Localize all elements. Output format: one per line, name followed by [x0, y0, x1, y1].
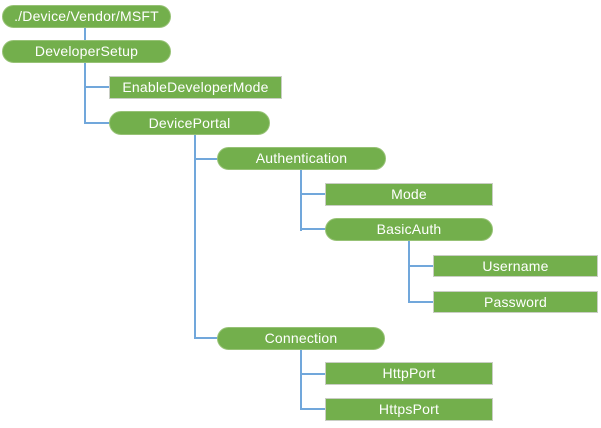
tree-node-label: DevicePortal — [148, 114, 231, 131]
tree-node-label: BasicAuth — [376, 221, 442, 237]
tree-node-label: Mode — [391, 186, 427, 202]
tree-node-password: Password — [433, 291, 598, 313]
tree-node-developer-setup: DeveloperSetup — [2, 40, 171, 63]
tree-node-authentication: Authentication — [217, 147, 386, 170]
tree-node-label: Username — [482, 257, 549, 274]
connector-segment-9 — [300, 228, 326, 230]
connector-segment-1 — [84, 63, 86, 124]
tree-node-https-port: HttpsPort — [325, 398, 493, 421]
connector-segment-11 — [408, 265, 434, 267]
connector-segment-5 — [194, 158, 218, 160]
connector-segment-3 — [84, 122, 110, 124]
connector-segment-0 — [84, 28, 86, 40]
tree-node-label: Authentication — [255, 150, 348, 166]
tree-node-msft: ./Device/Vendor/MSFT — [2, 5, 171, 28]
connector-segment-10 — [408, 241, 410, 303]
connector-segment-7 — [300, 170, 302, 231]
tree-node-label: HttpPort — [382, 365, 436, 381]
connector-segment-6 — [194, 337, 218, 339]
connector-segment-12 — [408, 301, 434, 303]
tree-node-connection: Connection — [217, 327, 385, 350]
connector-segment-13 — [300, 350, 302, 410]
tree-node-http-port: HttpPort — [325, 362, 493, 385]
tree-node-mode: Mode — [325, 183, 493, 206]
connector-segment-4 — [194, 135, 196, 339]
connector-segment-2 — [84, 86, 110, 88]
connector-segment-14 — [300, 373, 326, 375]
tree-node-username: Username — [433, 255, 598, 277]
tree-node-label: HttpsPort — [378, 401, 440, 417]
connector-segment-8 — [300, 193, 326, 195]
tree-node-device-portal: DevicePortal — [109, 111, 270, 135]
connector-segment-15 — [300, 408, 326, 410]
tree-node-label: Password — [483, 293, 548, 310]
tree-node-label: ./Device/Vendor/MSFT — [14, 8, 159, 24]
tree-node-label: DeveloperSetup — [34, 43, 139, 59]
tree-node-basic-auth: BasicAuth — [325, 218, 493, 241]
tree-node-enable-developer-mode: EnableDeveloperMode — [109, 76, 282, 99]
tree-node-label: Connection — [264, 330, 338, 346]
tree-node-label: EnableDeveloperMode — [122, 79, 269, 95]
